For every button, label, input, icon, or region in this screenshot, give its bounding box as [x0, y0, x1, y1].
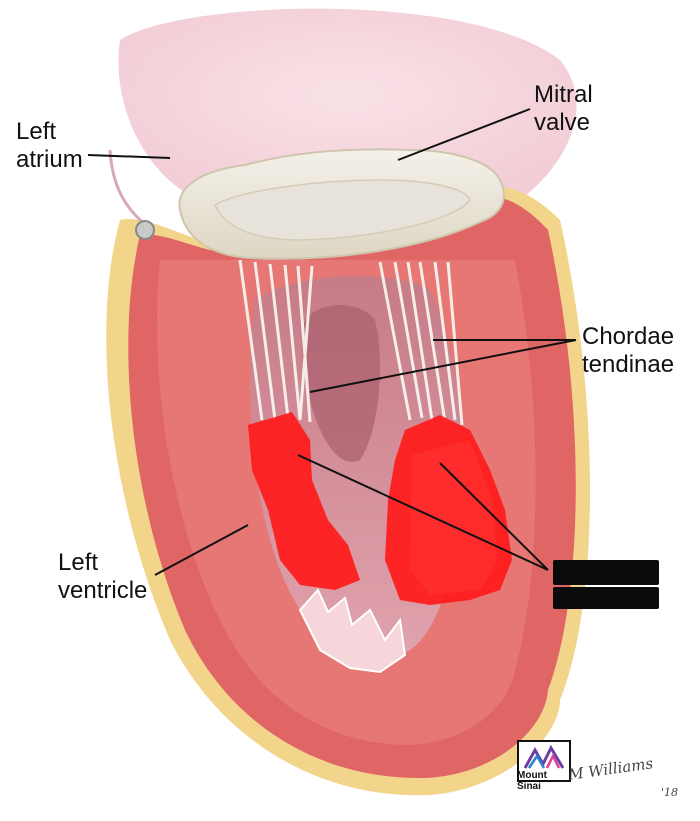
trabeculae-shape: [298, 588, 407, 674]
signature-year: '18: [661, 786, 679, 799]
chordae-label-line-2: tendinae: [582, 351, 675, 378]
redacted-label-bar: [553, 560, 659, 585]
leader-lines: [87, 108, 577, 576]
redacted-label-bar: [553, 587, 659, 609]
left-ventricle-label-line-1: Left: [58, 549, 99, 576]
chordae-label-line-1: Chordae: [582, 323, 675, 350]
chordae-tendinae-label: Chordae tendinae: [582, 323, 674, 379]
mitral-valve-orifice: [214, 179, 471, 241]
logo-mountain-icon: [523, 744, 565, 769]
septal-cavity-shape: [302, 305, 380, 462]
mitral-valve-label-line-1: Mitral: [534, 81, 593, 108]
coronary-vessel: [135, 220, 155, 240]
mount-sinai-logo: [517, 740, 571, 782]
logo-line-1: Mount: [517, 770, 547, 781]
left-ventricle-label-line-2: ventricle: [58, 577, 148, 604]
papillary-muscle-left: [248, 412, 360, 590]
mitral-valve-label: Mitral valve: [534, 81, 593, 137]
atrial-wall: [108, 149, 151, 230]
left-ventricle-label: Left ventricle: [58, 549, 147, 605]
left-atrium-shape: [118, 8, 577, 200]
left-atrium-label: Left atrium: [16, 118, 83, 174]
logo-line-2: Sinai: [517, 781, 541, 792]
left-atrium-label-line-2: atrium: [16, 146, 83, 173]
mount-sinai-logo-text: Mount Sinai: [517, 770, 571, 792]
mitral-valve-label-line-2: valve: [534, 109, 591, 136]
left-atrium-label-line-1: Left: [16, 118, 57, 145]
